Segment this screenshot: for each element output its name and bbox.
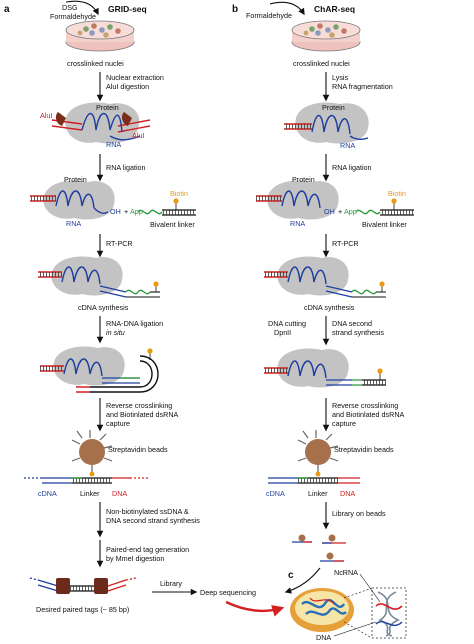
panel-b-linker-label: Linker	[308, 489, 328, 498]
panel-a-dna-label: DNA	[112, 489, 127, 498]
panel-b-cdna-label: cDNA	[266, 489, 285, 498]
panel-c-dna-pointer	[333, 621, 377, 637]
panel-a-oh-label: OH	[110, 207, 121, 216]
panel-b-complex-2	[256, 180, 414, 220]
panel-c-letter: c	[288, 570, 294, 581]
panel-c-ncrna-label: NcRNA	[334, 568, 358, 577]
panel-a-step-5-line-2: and Biotinlated dsRNA	[106, 410, 179, 419]
panel-b-streptavidin-bead	[297, 430, 339, 477]
panel-b-streptavidin-label: Streptavidin beads	[334, 445, 394, 454]
panel-a-complex-4	[40, 346, 159, 393]
panel-a-reagent-2: Formaldehyde	[50, 12, 96, 21]
panel-b-petri-dish	[291, 20, 361, 52]
panel-b-step-4-line-3: capture	[332, 419, 356, 428]
panel-c-zoom-line-top	[343, 587, 373, 599]
panel-b-rna-label-2: RNA	[290, 219, 305, 228]
panel-a-complex-1	[51, 102, 151, 144]
panel-b-letter: b	[232, 4, 238, 15]
panel-a-alui-label-1: AluI	[40, 111, 52, 120]
panel-a-complex-3	[38, 256, 160, 298]
panel-a-letter: a	[4, 4, 10, 15]
panel-a-rna-label-2: RNA	[66, 219, 81, 228]
panel-b-dna-label: DNA	[340, 489, 355, 498]
panel-c-dna-label: DNA	[316, 633, 331, 642]
panel-a-reagent-arrow	[65, 0, 99, 16]
panel-a-streptavidin-label: Streptavidin beads	[108, 445, 168, 454]
panel-a-capture-duplex	[24, 477, 150, 484]
panel-b-bivalent-linker-label: Bivalent linker	[362, 220, 407, 229]
panel-b-cdna-synthesis-label: cDNA synthesis	[304, 303, 355, 312]
panel-a-app-label: App	[130, 207, 143, 216]
panel-a-biotin-label: Biotin	[170, 189, 188, 198]
panel-c-zoom-line-bottom	[343, 621, 373, 639]
panel-a-dish-label: crosslinked nuclei	[67, 59, 124, 68]
panel-a-cdna-label: cDNA	[38, 489, 57, 498]
panel-a-step-6-line-1: Non-biotinylated ssDNA &	[106, 507, 189, 516]
panel-b-split-left-1: DNA cutting	[268, 319, 306, 328]
panel-c-zoom-helix	[375, 591, 403, 637]
panel-b-step-4-line-2: and Biotinlated dsRNA	[332, 410, 405, 419]
panel-a-streptavidin-bead	[71, 430, 113, 477]
panel-b-step-5-line-1: Library on beads	[332, 509, 386, 518]
panel-a-step-2-line-1: RNA ligation	[106, 163, 146, 172]
panel-b-rna-label-1: RNA	[340, 141, 355, 150]
panel-b-complex-4	[264, 348, 386, 388]
panel-b-app-label: App	[344, 207, 357, 216]
panel-a-library-label: Library	[160, 579, 182, 588]
panel-b-split-right-2: strand synthesis	[332, 328, 384, 337]
panel-a-plus-label: +	[124, 207, 128, 216]
panel-a-step-1-line-1: Nuclear extraction	[106, 73, 164, 82]
panel-b-step-2-line-1: RNA ligation	[332, 163, 372, 172]
panel-c-zoom-box	[371, 587, 407, 639]
panel-a-step-7-line-2: by MmeI digestion	[106, 554, 164, 563]
panel-a-step-6-line-2: DNA second strand synthesis	[106, 516, 200, 525]
panel-b-protein-label-2: Protein	[292, 175, 315, 184]
panel-a-alui-label-2: AluI	[132, 131, 144, 140]
panel-b-reagent-arrow	[269, 1, 305, 16]
panel-a-petri-dish	[65, 20, 135, 52]
panel-b-step-1-line-1: Lysis	[332, 73, 349, 82]
panel-a-step-1-line-2: AluI digestion	[106, 82, 149, 91]
panel-b-title: ChAR-seq	[314, 4, 355, 14]
sequencing-to-nucleus-arrow	[225, 600, 285, 617]
panel-b-protein-label-1: Protein	[322, 103, 345, 112]
panel-a-cdna-synthesis-label: cDNA synthesis	[78, 303, 129, 312]
deep-sequencing-label: Deep sequencing	[200, 588, 256, 597]
panel-b-complex-1	[284, 102, 369, 144]
panel-b-split-right-1: DNA second	[332, 319, 372, 328]
panel-a-bivalent-linker-label: Bivalent linker	[150, 220, 195, 229]
panel-a-linker-label: Linker	[80, 489, 100, 498]
panel-a-rna-label-1: RNA	[106, 140, 121, 149]
panel-c-nucleus	[290, 588, 354, 632]
panel-a-protein-label-2: Protein	[64, 175, 87, 184]
panel-a-step-7-line-1: Paired-end tag generation	[106, 545, 189, 554]
panel-b-library-beads	[292, 534, 346, 562]
panel-a-reagent-1: DSG	[62, 3, 78, 12]
panel-a-step-5-line-1: Reverse crosslinking	[106, 401, 172, 410]
panel-a-step-5-line-3: capture	[106, 419, 130, 428]
panel-b-capture-duplex	[268, 477, 360, 484]
panel-b-complex-3	[264, 256, 386, 298]
panel-b-step-3-line-1: RT-PCR	[332, 239, 359, 248]
panel-a-protein-label-1: Protein	[96, 103, 119, 112]
panel-a-step-3-line-1: RT-PCR	[106, 239, 133, 248]
panel-a-complex-2	[30, 180, 196, 220]
panel-a-paired-tags-label: Desired paired tags (~ 85 bp)	[36, 605, 129, 614]
panel-b-reagent-1: Formaldehyde	[246, 11, 292, 20]
panel-b-dish-label: crosslinked nuclei	[293, 59, 350, 68]
panel-b-to-sequencing-arrow	[284, 567, 321, 594]
panel-c-ncrna-pointer	[359, 573, 381, 603]
panel-b-split-left-2: DpnII	[274, 328, 291, 337]
panel-b-plus-label: +	[338, 207, 342, 216]
panel-a-paired-tags	[29, 577, 137, 594]
panel-b-step-4-line-1: Reverse crosslinking	[332, 401, 398, 410]
panel-b-biotin-label: Biotin	[388, 189, 406, 198]
panel-a-title: GRID-seq	[108, 4, 147, 14]
panel-b-oh-label: OH	[324, 207, 335, 216]
panel-a-step-4-line-1: RNA-DNA ligation	[106, 319, 163, 328]
panel-b-step-1-line-2: RNA fragmentation	[332, 82, 393, 91]
panel-a-step-4-line-2: in situ	[106, 328, 125, 337]
